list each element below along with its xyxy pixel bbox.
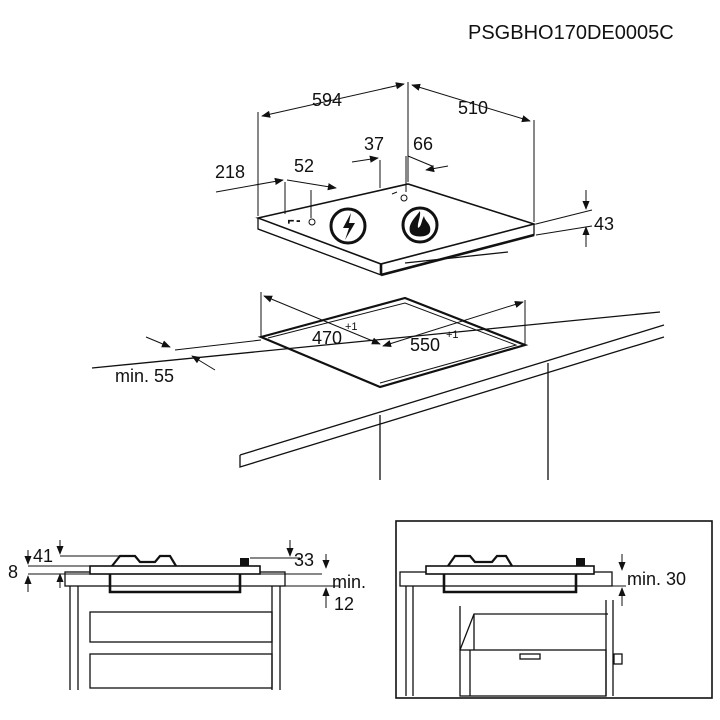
dim-470-label: 470 — [312, 328, 342, 348]
dimension-43: 43 — [535, 190, 614, 247]
dim-52-label: 52 — [294, 156, 314, 176]
side-view-right: min. 30 — [395, 520, 713, 699]
min-55-label: min. 55 — [115, 366, 174, 386]
min-12-label: 12 — [334, 594, 354, 614]
hob-isometric: ⌐ - 594 510 — [215, 82, 614, 277]
dim-43-label: 43 — [594, 214, 614, 234]
dimension-218-52: 218 52 — [215, 156, 337, 218]
min-30-label: min. 30 — [627, 569, 686, 589]
dim-470-tolerance: +1 — [345, 321, 358, 333]
dim-594-label: 594 — [312, 90, 342, 110]
document-code: PSGBHO170DE0005C — [468, 22, 674, 44]
min-label: min. — [332, 572, 366, 592]
side-view-left: 41 8 33 min. 12 — [8, 540, 366, 690]
dim-510-label: 510 — [458, 98, 488, 118]
dim-550-label: 550 — [410, 335, 440, 355]
dimension-594: 594 — [257, 82, 409, 216]
dim-218-label: 218 — [215, 162, 245, 182]
dim-66-label: 66 — [413, 134, 433, 154]
svg-text:⌐ -: ⌐ - — [288, 216, 300, 227]
dim-37-label: 37 — [364, 134, 384, 154]
dim-41-label: 41 — [33, 546, 53, 566]
dim-550-tolerance: +1 — [446, 329, 459, 341]
dim-8-label: 8 — [8, 562, 18, 582]
dim-33-label: 33 — [294, 550, 314, 570]
worktop-cutout: 470 +1 550 +1 min. 55 — [91, 292, 665, 480]
lightning-icon — [329, 207, 367, 245]
dimension-37-66: 37 66 — [351, 134, 449, 192]
control-knobs: ⌐ - — [288, 191, 408, 228]
dimension-min-55: min. 55 — [115, 336, 262, 386]
dimension-470: 470 +1 — [260, 292, 381, 348]
dimension-550: 550 +1 — [382, 300, 526, 355]
flame-icon — [401, 206, 439, 244]
dimension-510: 510 — [411, 83, 535, 222]
